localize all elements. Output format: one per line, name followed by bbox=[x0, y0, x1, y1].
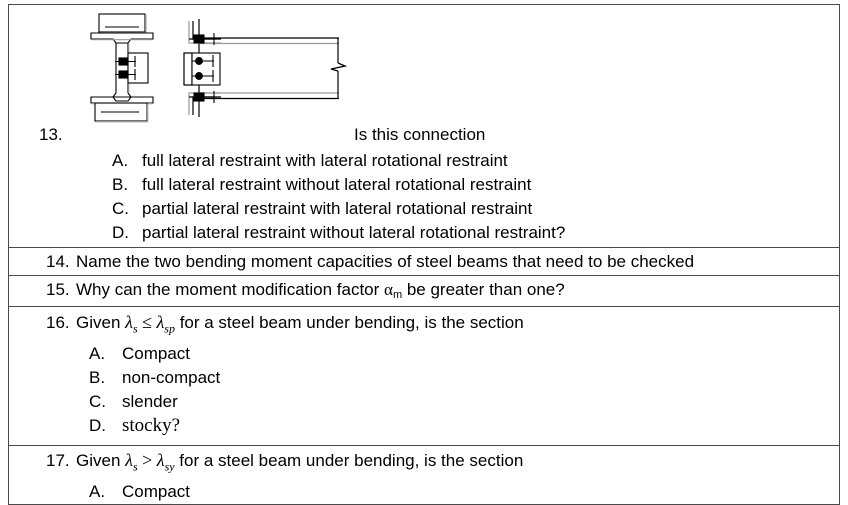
option-a-text: Compact bbox=[122, 343, 191, 363]
inequality-operator: > bbox=[138, 450, 157, 470]
question-16-number: 16. bbox=[46, 313, 70, 332]
lambda-glyph: λ bbox=[125, 450, 133, 470]
question-17-number: 17. bbox=[46, 451, 70, 470]
question-17-options: A. Compact bbox=[9, 480, 839, 504]
question-17-stem-after: for a steel beam under bending, is the s… bbox=[174, 451, 524, 470]
lambda-subscript: sp bbox=[164, 321, 175, 336]
option-a[interactable]: A. full lateral restraint with lateral ro… bbox=[9, 149, 839, 173]
option-b-text: full lateral restraint without lateral r… bbox=[142, 175, 532, 194]
question-13-options: A. full lateral restraint with lateral ro… bbox=[9, 149, 839, 245]
connection-figure-svg bbox=[90, 13, 348, 123]
question-13-number: 13. bbox=[39, 125, 63, 144]
option-c-text: slender bbox=[122, 391, 178, 411]
table-row: 17.Given λs > λsy for a steel beam under… bbox=[8, 445, 840, 505]
lambda-glyph: λ bbox=[156, 312, 165, 332]
option-a-text: Compact bbox=[122, 481, 191, 501]
option-d-text: stocky? bbox=[122, 414, 181, 436]
question-13-stem-line: 13. Is this connection bbox=[9, 123, 839, 147]
option-d[interactable]: D. partial lateral restraint without late… bbox=[9, 221, 839, 245]
option-b[interactable]: B. non-compact bbox=[9, 366, 839, 390]
question-15-stem-before: Why can the moment modification factor bbox=[76, 280, 385, 299]
option-b-text: non-compact bbox=[122, 367, 221, 387]
option-b[interactable]: B. full lateral restraint without lateral… bbox=[9, 173, 839, 197]
question-13-cell: 13. Is this connection A. full lateral re… bbox=[8, 4, 840, 248]
option-c-label: C. bbox=[89, 391, 106, 411]
option-a-text: full lateral restraint with lateral rota… bbox=[142, 151, 508, 170]
alpha-symbol: α bbox=[384, 280, 393, 299]
question-16-stem-after: for a steel beam under bending, is the s… bbox=[174, 313, 524, 332]
question-16-stem-line: 16.Given λs ≤ λsp for a steel beam under… bbox=[9, 307, 839, 342]
question-table: 13. Is this connection A. full lateral re… bbox=[8, 4, 840, 505]
table-row: 15. Why can the moment modification facto… bbox=[8, 275, 840, 307]
option-a-label: A. bbox=[89, 481, 106, 501]
question-17-stem-before: Given bbox=[76, 451, 126, 470]
lambda-subscript: s bbox=[132, 321, 138, 336]
table-row: 14. Name the two bending moment capacitie… bbox=[8, 247, 840, 276]
option-b-label: B. bbox=[112, 175, 129, 194]
lambda-subscript: s bbox=[132, 459, 138, 474]
question-16-stem-before: Given bbox=[76, 313, 126, 332]
operator-glyph: ≤ bbox=[142, 312, 152, 332]
option-a[interactable]: A. Compact bbox=[9, 480, 839, 504]
option-c-label: C. bbox=[112, 199, 129, 218]
lambda-subscript: sy bbox=[164, 459, 175, 474]
lambda-glyph: λ bbox=[156, 450, 165, 470]
option-c-text: partial lateral restraint with lateral r… bbox=[142, 199, 533, 218]
lambda-sy-right: λsy bbox=[156, 450, 175, 474]
lambda-s-left: λs bbox=[125, 450, 137, 474]
option-d-label: D. bbox=[112, 223, 129, 242]
question-14-number: 14. bbox=[46, 252, 70, 271]
lambda-s-left: λs bbox=[125, 312, 137, 336]
operator-glyph: > bbox=[142, 450, 153, 470]
question-15-cell: 15. Why can the moment modification facto… bbox=[8, 275, 840, 307]
lambda-sp-right: λsp bbox=[156, 312, 175, 336]
lambda-glyph: λ bbox=[125, 312, 133, 332]
question-13-stem: Is this connection bbox=[354, 125, 486, 144]
question-17-stem-line: 17.Given λs > λsy for a steel beam under… bbox=[9, 446, 839, 480]
question-15-stem-after: be greater than one? bbox=[402, 280, 565, 299]
option-a-label: A. bbox=[112, 151, 129, 170]
option-d-label: D. bbox=[89, 415, 106, 435]
option-b-label: B. bbox=[89, 367, 106, 387]
question-14-line: 14. Name the two bending moment capacitie… bbox=[9, 248, 839, 275]
table-row: 16.Given λs ≤ λsp for a steel beam under… bbox=[8, 306, 840, 446]
inequality-operator: ≤ bbox=[138, 312, 157, 332]
alpha-subscript: m bbox=[392, 289, 403, 301]
question-14-stem: Name the two bending moment capacities o… bbox=[76, 252, 695, 271]
question-14-cell: 14. Name the two bending moment capacitie… bbox=[8, 247, 840, 276]
page-root: 13. Is this connection A. full lateral re… bbox=[8, 4, 840, 505]
table-row: 13. Is this connection A. full lateral re… bbox=[8, 4, 840, 248]
option-d[interactable]: D. stocky? bbox=[9, 414, 839, 438]
option-c[interactable]: C. slender bbox=[9, 390, 839, 414]
option-d-text: partial lateral restraint without latera… bbox=[142, 223, 566, 242]
question-16-options: A. Compact B. non-compact C. slender D. stoc… bbox=[9, 342, 839, 438]
question-15-line: 15. Why can the moment modification facto… bbox=[9, 276, 839, 306]
question-16-cell: 16.Given λs ≤ λsp for a steel beam under… bbox=[8, 306, 840, 446]
option-a[interactable]: A. Compact bbox=[9, 342, 839, 366]
question-15-number: 15. bbox=[46, 280, 70, 299]
question-17-cell: 17.Given λs > λsy for a steel beam under… bbox=[8, 445, 840, 505]
bolted-beam-connection-diagram bbox=[81, 9, 361, 124]
option-c[interactable]: C. partial lateral restraint with lateral… bbox=[9, 197, 839, 221]
option-a-label: A. bbox=[89, 343, 106, 363]
